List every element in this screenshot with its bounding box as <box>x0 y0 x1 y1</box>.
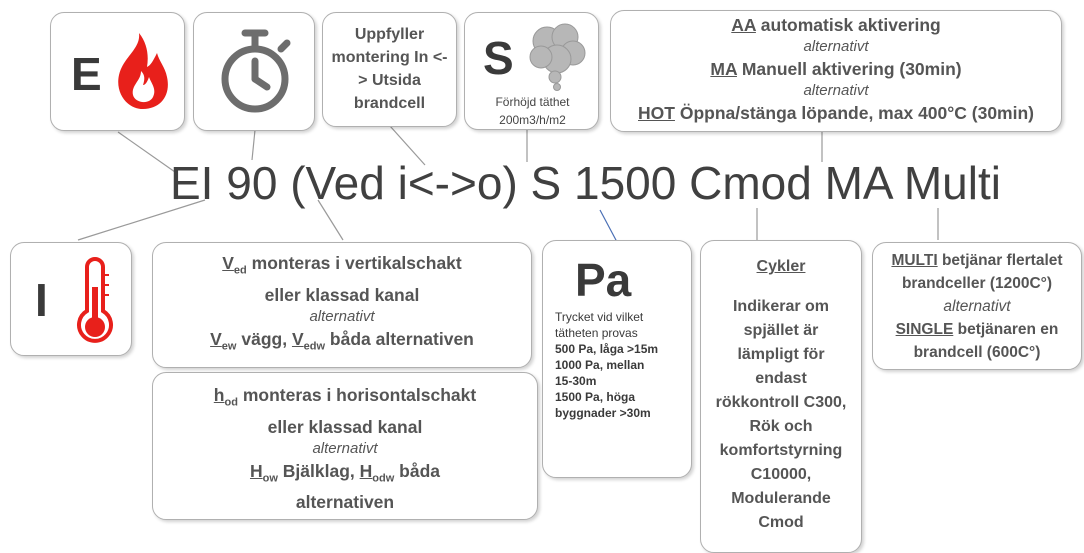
cykler-line: C10000, <box>750 466 812 483</box>
mount-box: Uppfyller montering In <-> Utsida brandc… <box>322 12 457 127</box>
activation-box: AA automatisk aktivering alternativt MA … <box>610 10 1062 132</box>
hot-line: HOT Öppna/stänga löpande, max 400°C (30m… <box>611 101 1061 125</box>
s-line1: Förhöjd täthet <box>495 95 570 109</box>
s-line2: 200m3/h/m2 <box>499 113 566 127</box>
cykler-line: Cmod <box>758 514 804 531</box>
cykler-line: endast <box>755 370 807 387</box>
hodw-text: båda <box>399 460 441 481</box>
cykler-line: lämpligt för <box>737 346 825 363</box>
smoke-box: S Förhöjd täthet 200m3/h/m2 <box>464 12 599 130</box>
multi-alt: alternativt <box>943 298 1011 315</box>
aa-text: automatisk aktivering <box>760 15 941 35</box>
hod-line1: hod monteras i horisontalschakt <box>153 383 537 415</box>
ved-line4: Vew vägg, Vedw båda alternativen <box>153 327 531 359</box>
multi-text: betjänar flertalet <box>941 252 1063 269</box>
pressure-box: Pa Trycket vid vilket tätheten provas 50… <box>542 240 692 478</box>
vew-abbr: Vew <box>210 328 237 353</box>
how-abbr: How <box>249 460 278 485</box>
pa-line6: 1500 Pa, höga <box>555 390 636 404</box>
thermometer-icon <box>77 257 113 343</box>
connector-ved <box>317 199 344 241</box>
aa-line: AA automatisk aktivering <box>611 13 1061 37</box>
hod-line1-text: monteras i horisontalschakt <box>242 385 477 405</box>
pa-line4: 1000 Pa, mellan <box>555 358 645 372</box>
pa-line2: tätheten provas <box>555 326 638 340</box>
cycles-box: Cykler Indikerar om spjället är lämpligt… <box>700 240 862 553</box>
flame-icon <box>118 33 168 109</box>
hod-line5: alternativen <box>295 492 395 512</box>
ved-line1: Ved monteras i vertikalschakt <box>153 251 531 283</box>
pa-line5: 15-30m <box>555 374 597 388</box>
single-text: betjänaren en <box>957 321 1059 338</box>
e-integrity-box: E <box>50 12 185 131</box>
horizontal-mount-box: hod monteras i horisontalschakt eller kl… <box>152 372 538 520</box>
cykler-line: spjället är <box>743 322 819 339</box>
cykler-line: Rök och <box>749 418 813 435</box>
e-letter: E <box>71 48 102 100</box>
vertical-mount-box: Ved monteras i vertikalschakt eller klas… <box>152 242 532 368</box>
cykler-line: Modulerande <box>731 490 831 507</box>
multi-line1: MULTI betjänar flertalet <box>873 249 1081 272</box>
aa-abbr: AA <box>731 15 756 35</box>
hod-alt: alternativt <box>312 439 378 457</box>
pa-line1: Trycket vid vilket <box>555 310 644 324</box>
cykler-line: komfortstyrning <box>719 442 843 459</box>
vedw-text: båda alternativen <box>329 328 474 349</box>
pa-line7: byggnader >30m <box>555 406 651 420</box>
hot-text: Öppna/stänga löpande, max 400°C (30min) <box>679 103 1034 123</box>
pa-title: Pa <box>575 254 632 306</box>
ma-abbr: MA <box>710 59 737 79</box>
ma-text: Manuell aktivering (30min) <box>741 59 962 79</box>
alt2: alternativt <box>803 82 869 99</box>
ma-line: MA Manuell aktivering (30min) <box>611 57 1061 81</box>
smoke-cloud-icon <box>529 23 586 91</box>
ved-line1-text: monteras i vertikalschakt <box>251 253 462 273</box>
multi-line2: brandceller (1200C°) <box>901 275 1053 292</box>
hod-line4: How Bjälklag, Hodw båda <box>153 459 537 491</box>
cykler-title: Cykler <box>756 258 806 275</box>
connector-i <box>77 199 206 241</box>
multi-line5: brandcell (600C°) <box>913 344 1041 361</box>
hod-line2: eller klassad kanal <box>267 416 423 437</box>
stopwatch-icon <box>221 29 291 113</box>
pa-line3: 500 Pa, låga >15m <box>555 342 659 356</box>
alt1: alternativt <box>803 38 869 55</box>
multi-box: MULTI betjänar flertalet brandceller (12… <box>872 242 1082 370</box>
connector-pa <box>599 209 618 243</box>
mount-text: Uppfyller montering In <-> Utsida brandc… <box>331 26 448 112</box>
connector-mount <box>389 125 426 166</box>
multi-abbr: MULTI <box>891 252 938 269</box>
vedw-abbr: Vedw <box>291 328 326 353</box>
hod-abbr: hod <box>213 385 238 409</box>
cykler-line: rökkontroll C300, <box>715 394 847 411</box>
i-letter: I <box>35 274 48 326</box>
ved-abbr: Ved <box>222 253 247 277</box>
i-insulation-box: I <box>10 242 132 356</box>
ved-line2: eller klassad kanal <box>264 284 420 305</box>
ved-alt: alternativt <box>309 307 375 325</box>
s-letter: S <box>483 32 514 84</box>
cykler-line: Indikerar om <box>732 298 830 315</box>
connector-e <box>117 131 176 173</box>
how-text: Bjälklag, <box>282 460 355 481</box>
classification-code: EI 90 (Ved i<->o) S 1500 Cmod MA Multi <box>170 157 1001 209</box>
time-box <box>193 12 315 131</box>
connector-time <box>251 129 256 161</box>
single-line: SINGLE betjänaren en <box>873 318 1081 341</box>
single-abbr: SINGLE <box>895 321 954 338</box>
pa-text: Trycket vid vilket tätheten provas 500 P… <box>555 309 658 421</box>
hot-abbr: HOT <box>638 103 675 123</box>
vew-text: vägg, <box>241 328 288 349</box>
hodw-abbr: Hodw <box>359 460 395 485</box>
